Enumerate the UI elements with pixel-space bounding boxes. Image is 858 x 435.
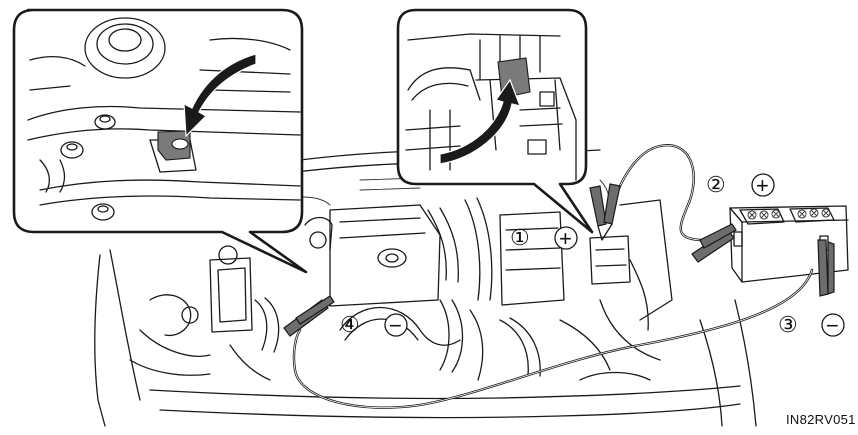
detail-callout-positive-terminal: [398, 10, 592, 232]
label-4-sign: −: [389, 313, 402, 338]
label-2-sign: +: [756, 173, 769, 198]
label-3: ③ −: [778, 312, 844, 338]
clamp-3: [818, 240, 834, 296]
detail-callout-ground-point: [14, 10, 306, 272]
clamp-2: [692, 224, 736, 262]
label-1-number: ①: [510, 225, 530, 250]
label-2: ② +: [706, 172, 774, 198]
label-3-number: ③: [778, 312, 798, 337]
label-3-sign: −: [826, 313, 839, 338]
label-4-number: ④: [340, 312, 360, 337]
clamp-4: [284, 296, 334, 336]
label-2-number: ②: [706, 172, 726, 197]
figure-code: IN82RV051: [786, 412, 856, 427]
label-1-sign: +: [559, 226, 572, 251]
clamp-1: [590, 184, 620, 240]
label-4: ④ −: [340, 312, 407, 338]
